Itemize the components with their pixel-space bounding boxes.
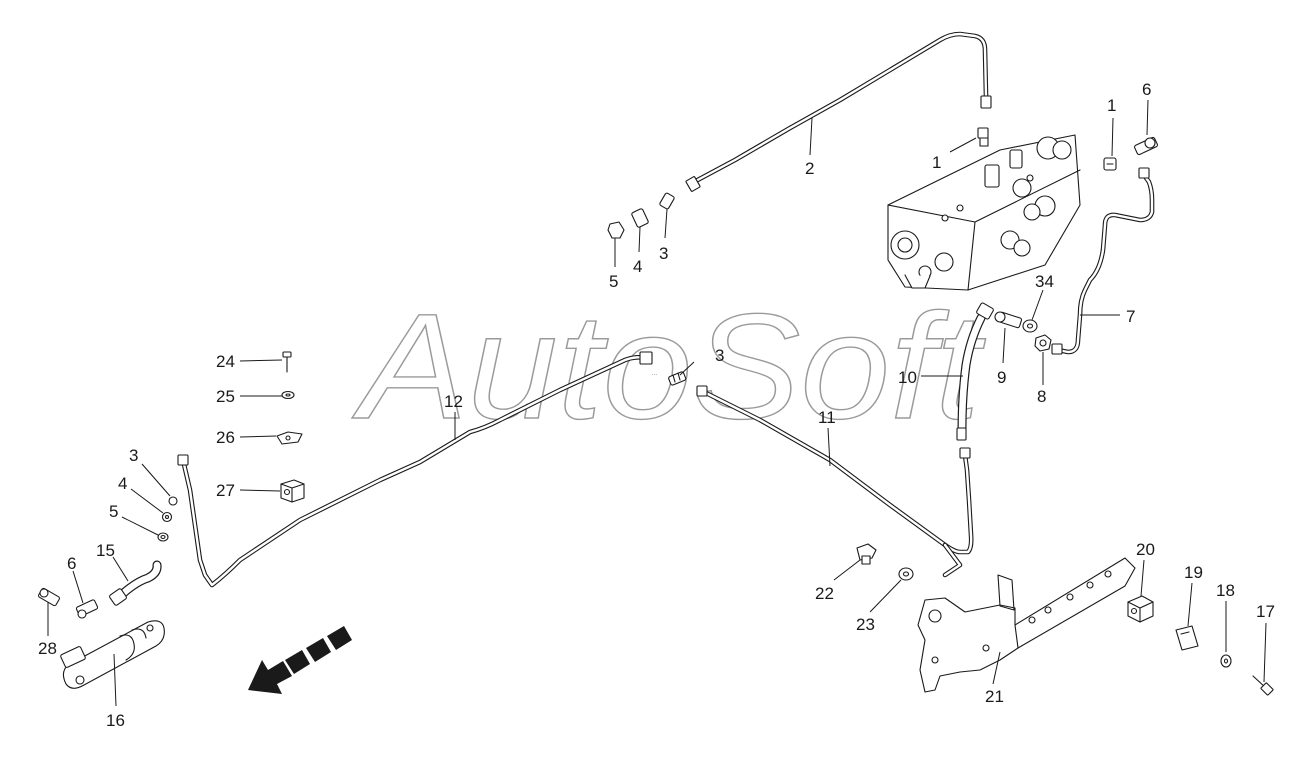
fitting-28 [38,587,60,607]
callout-1-right: 1 [1107,96,1116,115]
fitting-6-right [1134,136,1158,156]
callout-4-left: 4 [118,474,127,493]
nut-5-upper [607,221,625,239]
callout-24: 24 [216,352,235,371]
tee-6-left [75,599,99,619]
callout-9: 9 [997,368,1006,387]
callout-25: 25 [216,387,235,406]
fitting-3-left [168,496,178,506]
fitting-1-right [1103,157,1117,171]
callout-12: 12 [444,392,463,411]
fitting-4-upper [631,208,649,228]
plate-26 [276,431,303,445]
washer-23 [898,567,914,581]
fitting-3-middle [668,371,687,386]
callout-4-upper: 4 [633,257,642,276]
callout-18: 18 [1216,581,1235,600]
clip-19 [1175,625,1199,651]
callout-5-upper: 5 [609,272,618,291]
callout-26: 26 [216,428,235,447]
callout-10: 10 [898,368,917,387]
callout-19: 19 [1184,563,1203,582]
callout-21: 21 [985,687,1004,706]
watermark: AutoSoft [351,282,985,450]
bolt-17 [1252,675,1274,696]
pipe-7 [1051,167,1155,355]
callout-7: 7 [1126,307,1135,326]
callout-11: 11 [818,408,836,427]
callout-15: 15 [96,541,115,560]
fitting-3-upper [659,192,675,210]
valve-block [887,134,1081,291]
washer-18 [1220,654,1232,668]
callout-28: 28 [38,639,57,658]
fitting-9 [994,311,1023,329]
bolt-22 [856,543,877,565]
callout-6-left: 6 [67,554,76,573]
callout-8: 8 [1037,387,1046,406]
bracket-21 [917,557,1136,693]
callout-labels: 1 1 6 2 3 4 5 34 7 9 8 10 11 3 12 24 25 … [38,80,1275,730]
forward-arrow-icon [248,626,352,694]
svg-text:···: ··· [652,372,657,378]
callout-27: 27 [216,481,235,500]
hose-15 [109,560,162,606]
callout-3-left: 3 [129,446,138,465]
cylinder-16 [60,620,165,689]
bolt-24 [282,351,292,373]
pipe-11 [696,385,974,578]
callout-20: 20 [1136,540,1155,559]
block-27 [280,479,305,503]
nut-8 [1034,334,1052,352]
block-20 [1127,595,1154,623]
fitting-4-left [161,511,173,523]
fitting-1-upper [977,127,989,147]
callout-3-upper: 3 [659,244,668,263]
callout-22: 22 [815,584,834,603]
callout-5-left: 5 [109,502,118,521]
hose-10 [956,302,994,441]
callout-16: 16 [106,711,125,730]
callout-6-right: 6 [1142,80,1151,99]
callout-2: 2 [805,159,814,178]
callout-3-middle: 3 [715,346,724,365]
callout-17: 17 [1256,602,1275,621]
pipe-2 [685,31,992,192]
leader-lines [47,99,1267,707]
pipe-12: ··· [177,351,657,588]
washer-25 [281,390,295,400]
washer-34 [1022,319,1038,333]
callout-34: 34 [1035,272,1054,291]
washer-5-left [157,532,169,542]
callout-1-upper: 1 [932,153,941,172]
callout-23: 23 [856,615,875,634]
